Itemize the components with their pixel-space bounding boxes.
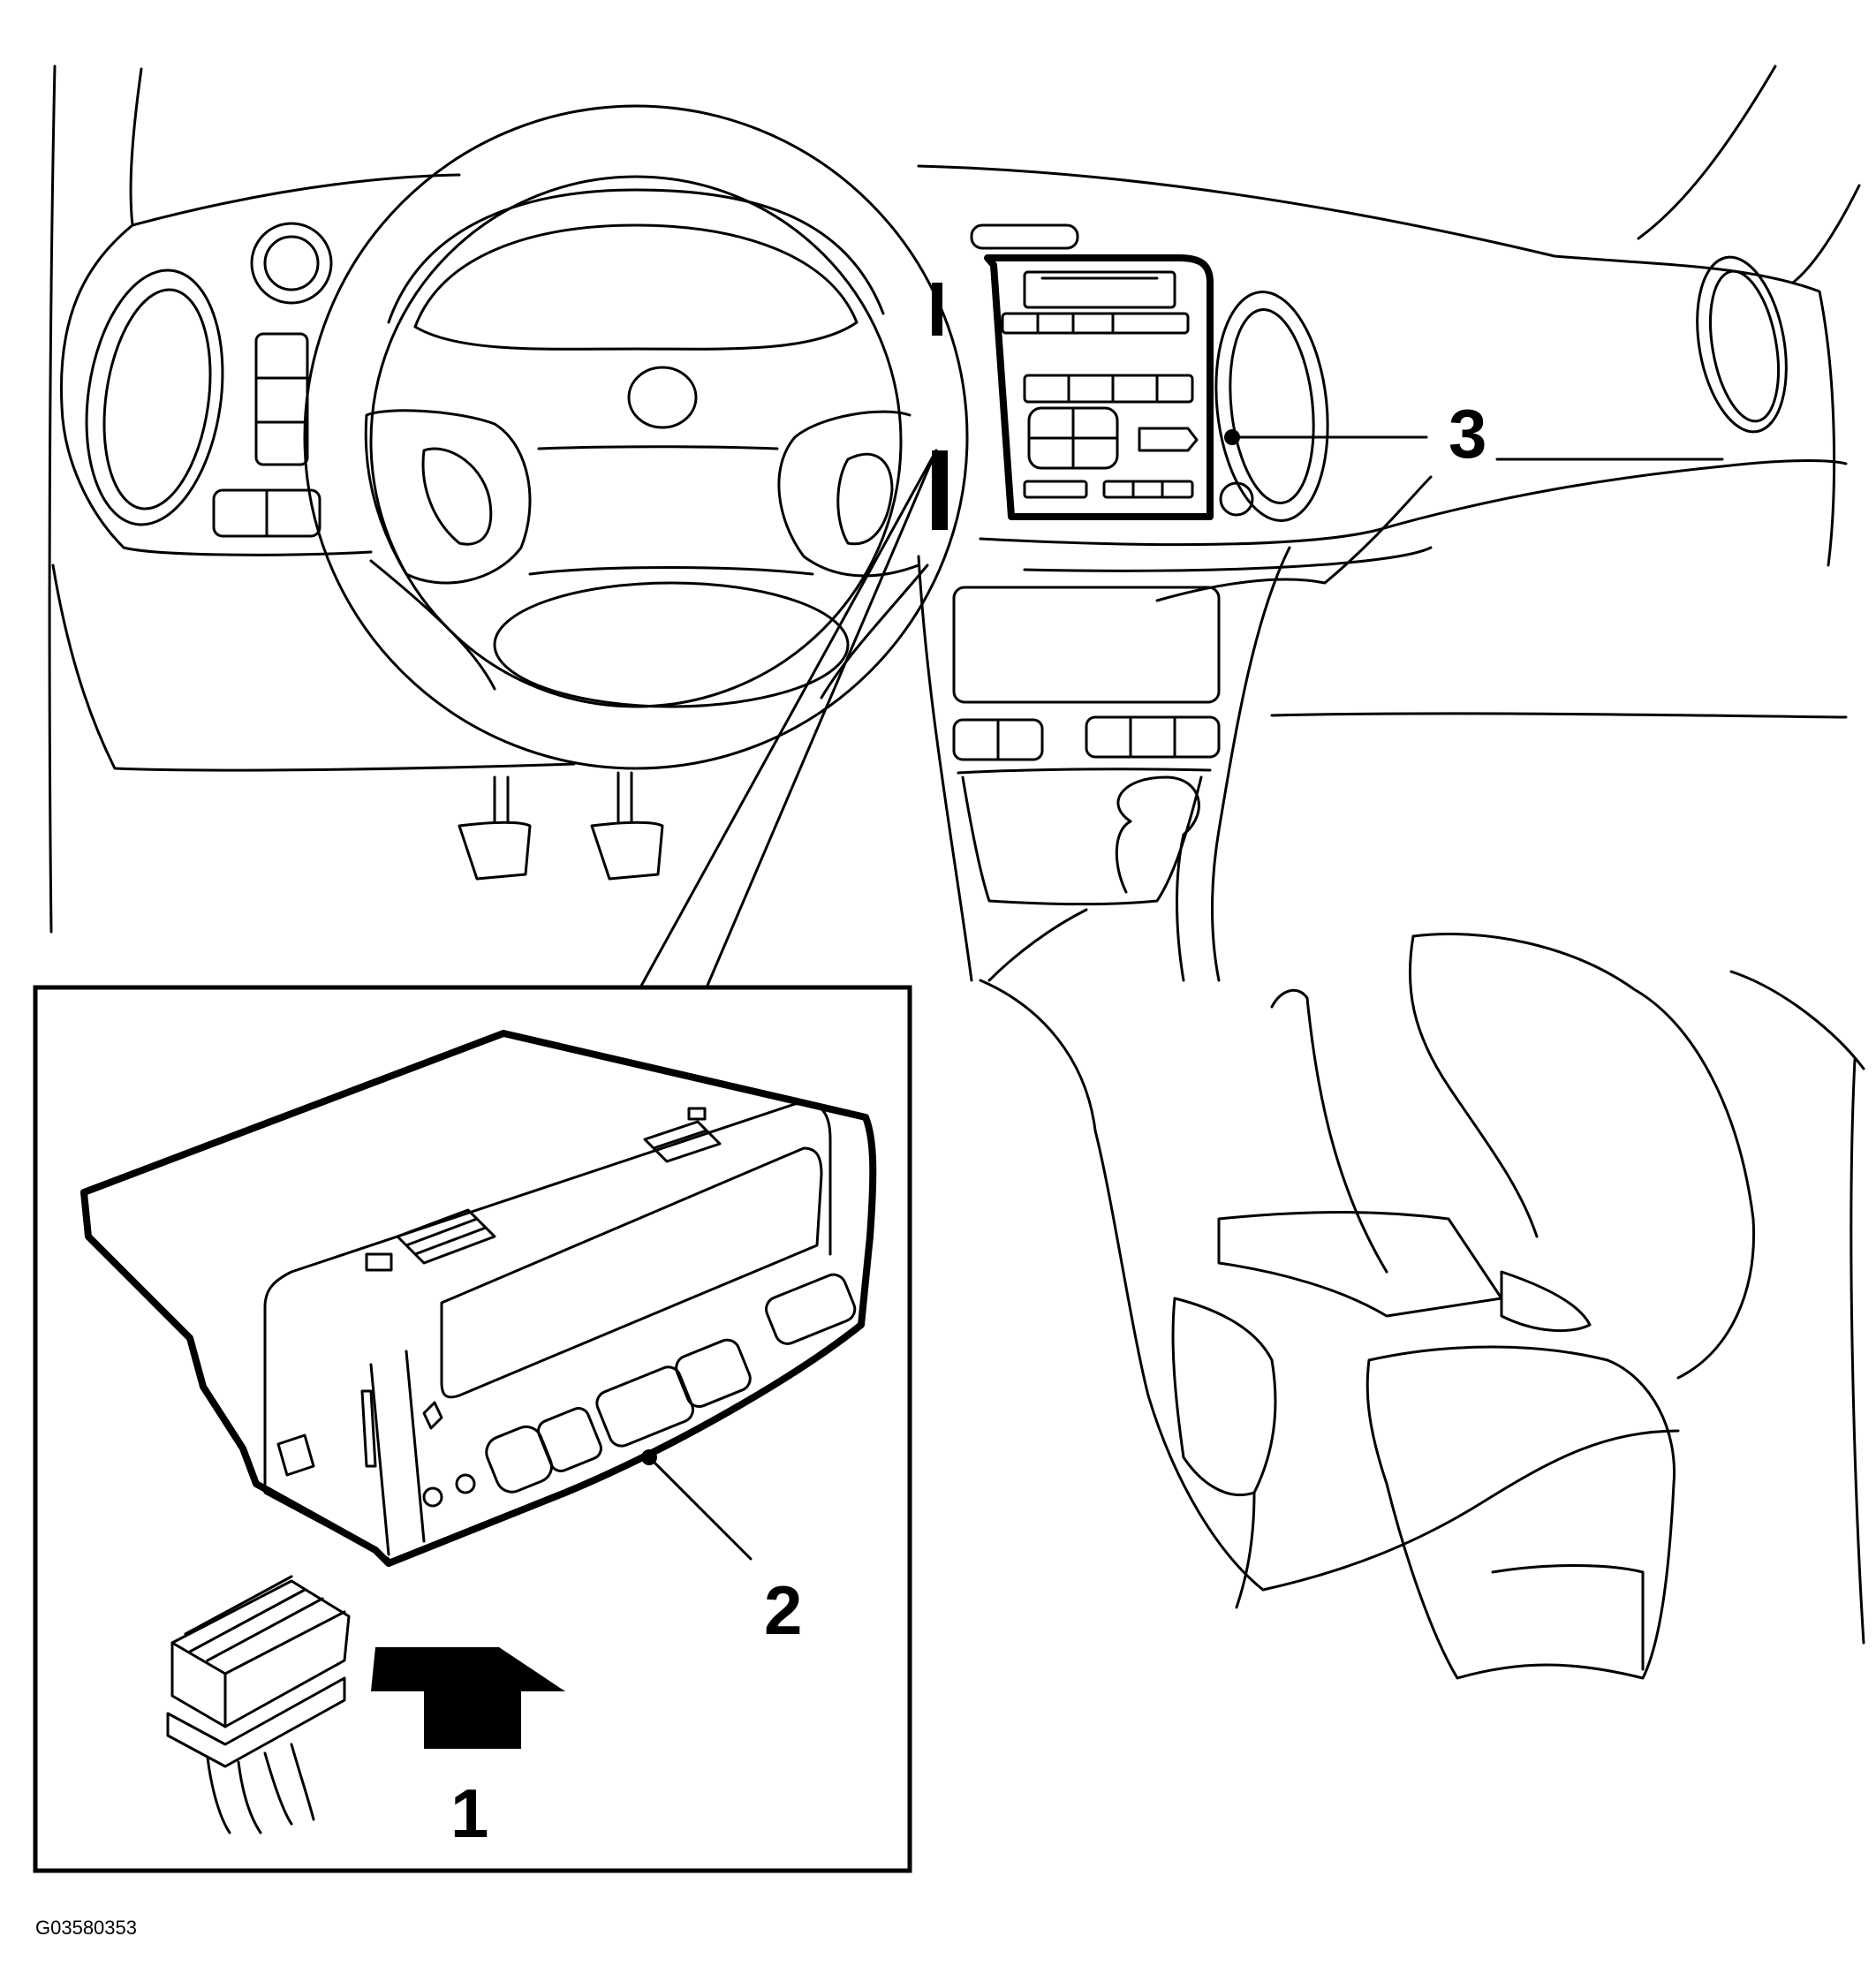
connector-plug bbox=[166, 1575, 351, 1834]
callout-2-leader bbox=[641, 1449, 753, 1561]
center-console-stack bbox=[932, 254, 1214, 530]
figure-code: G03580353 bbox=[35, 1917, 137, 1939]
dashboard bbox=[51, 164, 1848, 772]
callout-label-2: 2 bbox=[764, 1571, 802, 1649]
lower-console bbox=[917, 546, 1291, 982]
insert-direction-arrow bbox=[371, 1647, 565, 1749]
inset-leader-lines bbox=[639, 449, 938, 989]
callout-label-3: 3 bbox=[1449, 395, 1486, 473]
steering-wheel bbox=[303, 104, 969, 770]
callout-label-1: 1 bbox=[450, 1774, 488, 1852]
seats bbox=[979, 933, 1865, 1680]
pedals bbox=[458, 771, 664, 881]
windshield-frame bbox=[48, 64, 1865, 1645]
display-unit bbox=[80, 1030, 877, 1567]
callout-3-leader bbox=[1224, 429, 1724, 461]
